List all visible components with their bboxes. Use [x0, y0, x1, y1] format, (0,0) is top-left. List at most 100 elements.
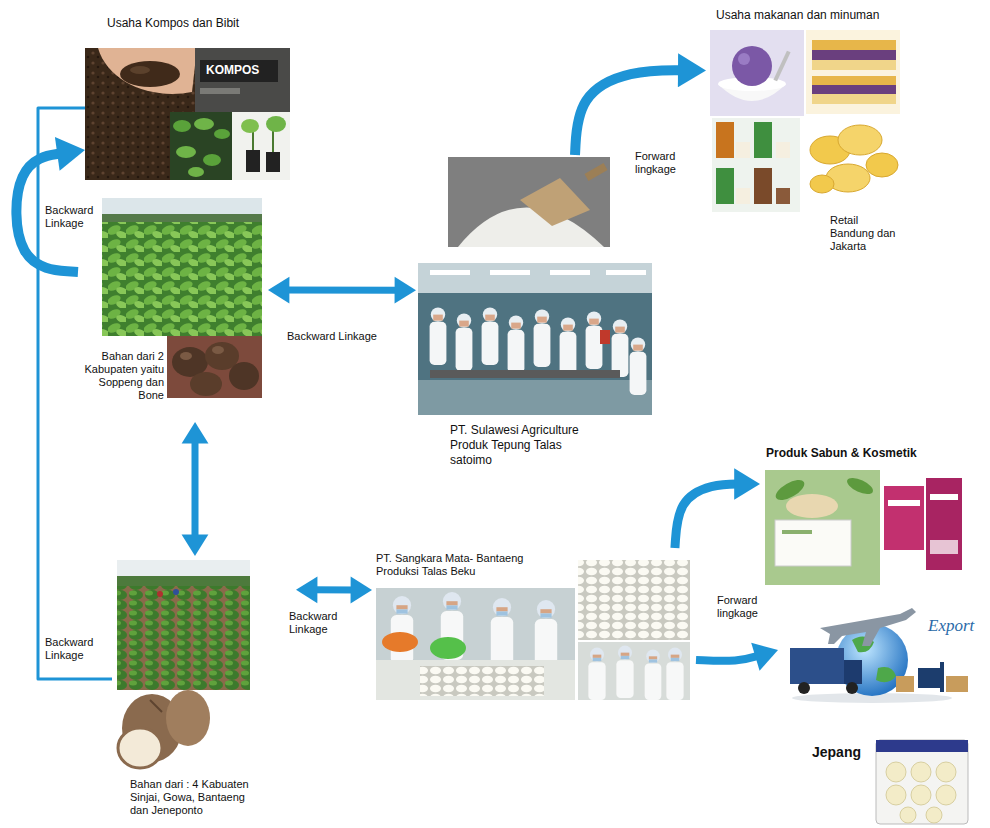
node-caption: PT. Sulawesi Agriculture Produk Tepung T…: [450, 423, 606, 468]
food-photo: [812, 94, 896, 104]
food-photo: [712, 118, 800, 212]
linkage-connector: [38, 108, 112, 679]
taro-field-photo: [117, 560, 250, 690]
taro-field-photo: [102, 214, 262, 222]
text-holder: Backward Linkage: [44, 204, 98, 231]
factory-photo: [418, 263, 652, 415]
frozen-taro-photo: [391, 596, 413, 664]
factory-photo: [418, 263, 652, 415]
food-photo: [838, 125, 882, 155]
soap-cosmetic-photo: [845, 475, 875, 498]
food-photo: [776, 188, 790, 204]
arrow-head: [351, 577, 372, 604]
node-caption: PT. Sangkara Mata- Bantaeng Produksi Tal…: [376, 552, 552, 578]
food-photo: [810, 175, 834, 193]
frozen-taro-photo: [382, 632, 418, 652]
text-holder: Forward lingkage: [634, 150, 688, 177]
food-photo: [736, 188, 750, 204]
factory-panel: PT. Sulawesi Agriculture Produk Tepung T…: [416, 155, 656, 473]
factory-photo: [600, 330, 610, 344]
export-picture: [946, 676, 968, 692]
frozen-taro-photo: [376, 560, 690, 700]
frozen-taro-photo: [645, 650, 662, 700]
compost-photo: [200, 88, 240, 94]
taro-field-panel: Bahan dari : 4 Kabuaten Sinjai, Gowa, Ba…: [112, 556, 296, 824]
arrow-head: [296, 576, 317, 603]
taro-field-photo: [157, 591, 163, 597]
export-picture: [790, 648, 844, 684]
compost-photo: [214, 129, 230, 139]
connector-line: [38, 108, 112, 679]
compost-photo: [176, 146, 196, 158]
taro-basket-photo: [212, 346, 224, 354]
compost-photo: [188, 167, 204, 177]
text-holder: PT. Sangkara Mata- Bantaeng Produksi Tal…: [376, 552, 552, 578]
arrow-head: [734, 468, 760, 500]
arrow-head: [55, 137, 85, 171]
export-picture: [798, 682, 810, 694]
linkage-connector: [675, 468, 760, 548]
arrow-head: [182, 535, 209, 556]
factory-photo: [606, 270, 646, 275]
package-photo: [911, 785, 931, 805]
text-holder: Backward Linkage: [44, 636, 98, 663]
compost-photo: [173, 120, 191, 132]
export-picture: [918, 668, 940, 688]
compost-photo: [170, 112, 232, 180]
taro-field-photo: [102, 198, 262, 336]
food-photo: [812, 76, 896, 85]
arrow-head: [751, 643, 778, 671]
linkage-label: Forward lingkage: [716, 594, 770, 620]
export-picture: [896, 676, 914, 692]
compost-photo: [85, 48, 290, 180]
arrow-head: [268, 277, 289, 304]
compost-photo: [232, 112, 290, 180]
soap-cosmetic-photo: [882, 470, 965, 585]
food-photo: [773, 51, 790, 82]
soap-cosmetic-photo: [765, 470, 965, 585]
factory-photo: [418, 263, 652, 293]
food-photo: [736, 142, 750, 158]
frozen-taro-photo: [578, 560, 690, 640]
compost-photo: [195, 48, 290, 112]
text-holder: KOMPOS: [206, 63, 276, 78]
soap-cosmetic-photo: [884, 486, 924, 550]
taro-field-photo: [102, 198, 262, 336]
cosmetic-panel: Produk Sabun & Kosmetik: [760, 444, 970, 590]
linkage-connector: [182, 422, 209, 556]
arrow-head: [395, 277, 416, 304]
factory-photo: [630, 337, 647, 395]
food-photo: [710, 30, 804, 116]
factory-photo: [430, 370, 620, 378]
taro-tuber-photo: [166, 690, 210, 746]
export-picture: [846, 682, 858, 694]
food-photo: [754, 122, 772, 158]
arrow-head: [182, 422, 209, 443]
node-caption: Jepang: [812, 744, 872, 761]
text-holder: Bahan dari 2 Kabupaten yaitu Soppeng dan…: [78, 350, 164, 402]
linkage-label: Forward lingkage: [634, 150, 688, 176]
linkage-label: Backward Linkage: [286, 330, 378, 343]
frozen-taro-photo: [430, 637, 466, 659]
food-photo: [812, 40, 896, 50]
frozen-taro-photo: [666, 648, 683, 700]
compost-photo: [241, 119, 259, 133]
factory-photo: [430, 270, 470, 275]
taro-basket-photo: [167, 336, 262, 398]
node-caption: Retail Bandung dan Jakarta: [830, 214, 902, 253]
compost-panel: Usaha Kompos dan Bibit: [85, 14, 291, 182]
taro-field-photo: [117, 586, 250, 690]
package-photo: [900, 807, 916, 823]
food-photo: [812, 85, 896, 94]
flour-photo: [458, 208, 604, 248]
factory-photo: [508, 315, 525, 373]
compost-photo: [98, 48, 197, 94]
taro-basket-photo: [229, 362, 259, 390]
food-photo: [732, 46, 772, 86]
taro-field-photo: [117, 576, 250, 586]
linkage-connector: [268, 277, 416, 304]
export-picture: [940, 662, 944, 692]
